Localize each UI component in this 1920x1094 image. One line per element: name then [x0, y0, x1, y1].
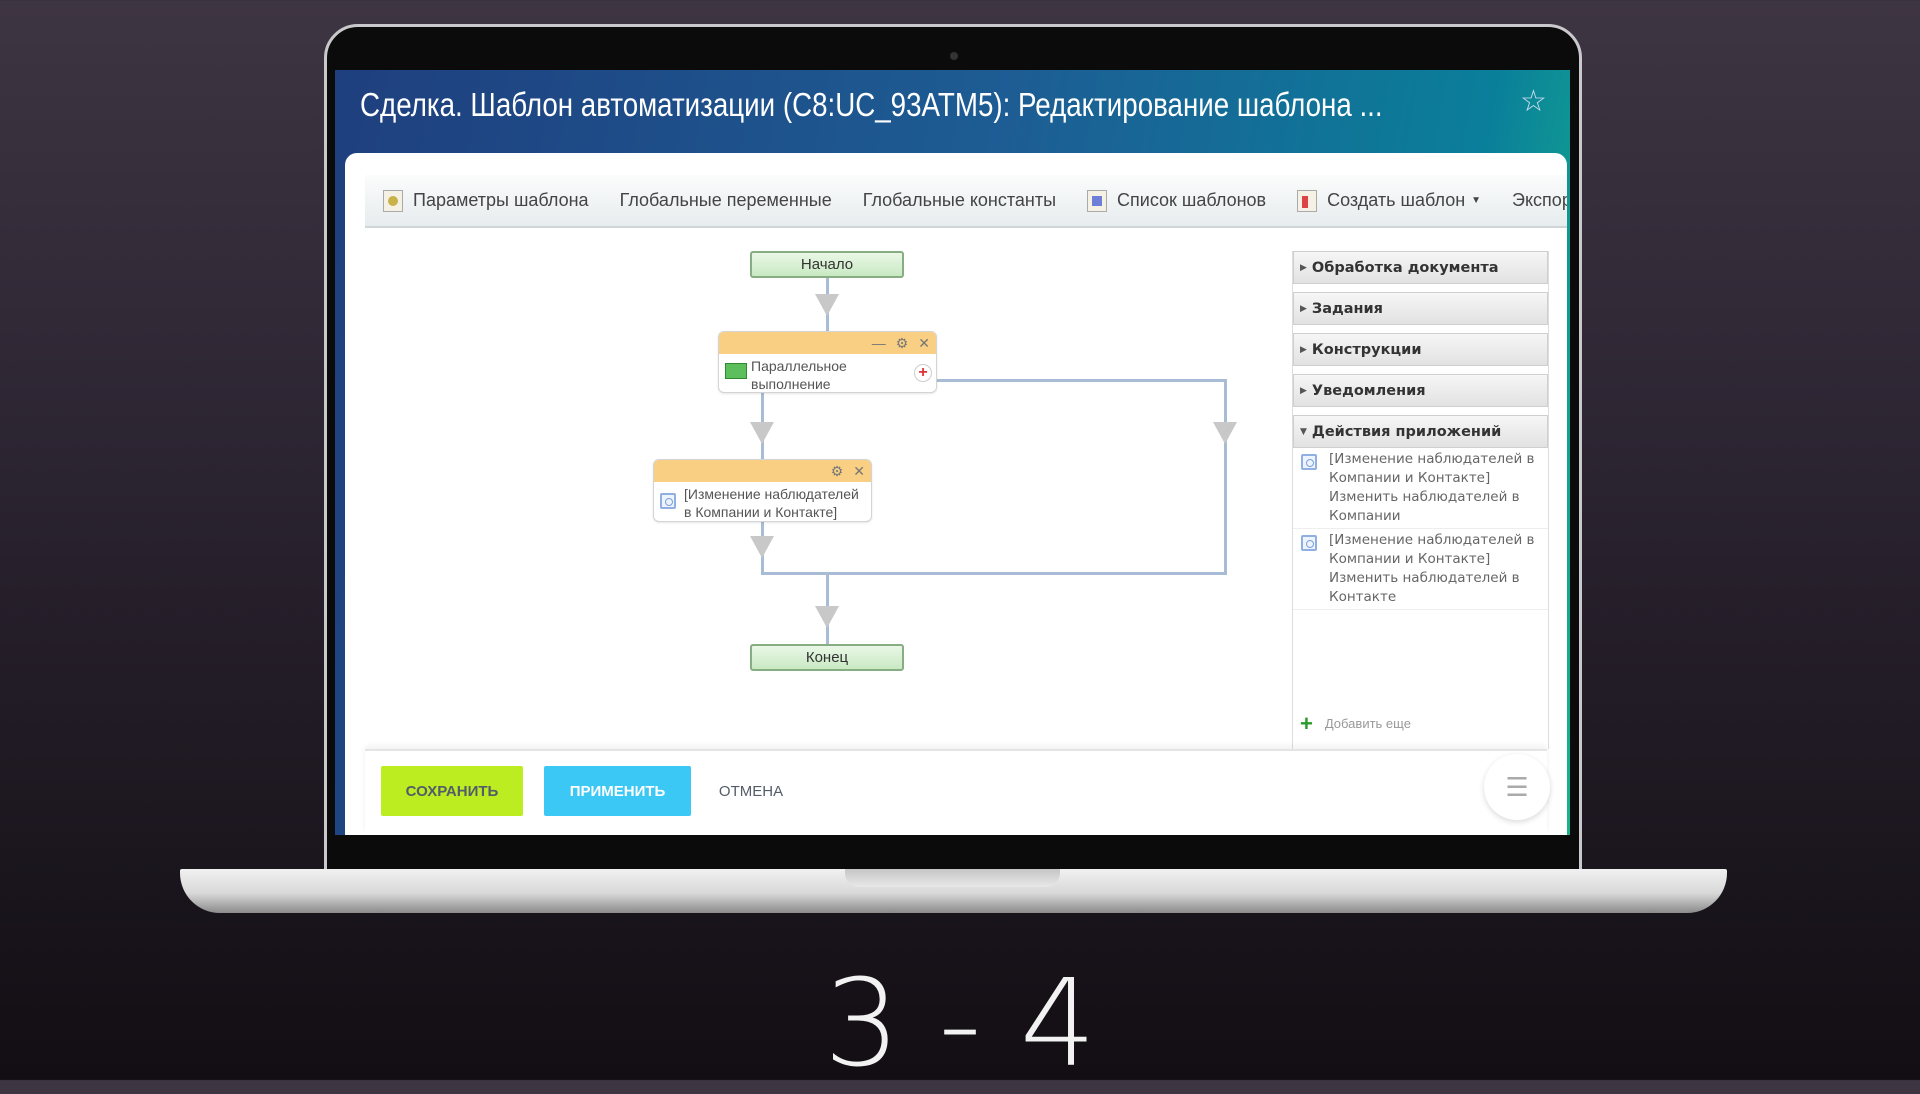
parallel-block[interactable]: — ⚙ ✕ Параллельное выполнение + [718, 331, 937, 393]
add-branch-icon[interactable]: + [914, 364, 932, 382]
settings-doc-icon [383, 189, 403, 212]
plus-icon: + [1300, 711, 1313, 736]
caret-right-icon: ▶ [1300, 303, 1307, 314]
add-more-link[interactable]: + Добавить еще [1300, 712, 1411, 736]
minimize-icon[interactable]: — [871, 335, 886, 351]
activity-palette: ▶ Обработка документа ▶ Задания ▶ Конструкц… [1292, 251, 1549, 749]
gear-icon[interactable]: ⚙ [895, 334, 909, 351]
slide-page-number: 3 - 4 [823, 955, 1097, 1094]
list-doc-icon [1087, 189, 1108, 212]
label: Создать шаблон [1327, 190, 1466, 210]
section-app-actions[interactable]: ▼ Действия приложений [1293, 415, 1548, 448]
app-window: Сделка. Шаблон автоматизации (C8:UC_93AT… [335, 70, 1570, 835]
app-action-icon [1301, 454, 1317, 470]
label: Действия приложений [1311, 423, 1502, 440]
save-button[interactable]: Сохранить [381, 766, 523, 816]
palette-item[interactable]: [Изменение наблюдателей в Компании и Кон… [1293, 448, 1548, 529]
block-title: [Изменение наблюдателей [684, 486, 859, 502]
connector [1224, 379, 1227, 575]
label: Конструкции [1311, 341, 1422, 358]
drop-target-arrow[interactable] [750, 536, 774, 558]
section-constructs[interactable]: ▶ Конструкции [1293, 333, 1548, 366]
close-icon[interactable]: ✕ [853, 462, 865, 479]
label: Добавить еще [1324, 716, 1411, 731]
caret-right-icon: ▶ [1300, 262, 1307, 273]
start-node: Начало [750, 251, 904, 278]
block-title: Параллельное [751, 358, 847, 374]
caret-right-icon: ▶ [1300, 344, 1307, 355]
template-params-button[interactable]: Параметры шаблона [383, 189, 589, 212]
label: Параметры шаблона [413, 190, 589, 210]
drop-target-arrow[interactable] [750, 422, 774, 444]
app-action-icon [1301, 535, 1317, 551]
drop-target-arrow[interactable] [1213, 422, 1237, 444]
drop-target-arrow[interactable] [815, 294, 839, 316]
menu-icon[interactable]: ☰ [1484, 754, 1550, 820]
star-icon[interactable]: ☆ [1520, 85, 1547, 118]
label: [Изменение наблюдателей в Компании и Кон… [1329, 532, 1535, 605]
close-icon[interactable]: ✕ [918, 334, 930, 351]
label: Уведомления [1311, 382, 1426, 399]
caret-right-icon: ▶ [1300, 385, 1307, 396]
label: [Изменение наблюдателей в Компании и Кон… [1329, 451, 1535, 524]
label: Глобальные константы [862, 190, 1057, 210]
label: Задания [1311, 300, 1383, 317]
label: Обработка документа [1311, 259, 1499, 276]
cancel-button[interactable]: Отмена [711, 766, 791, 816]
parallel-icon [725, 363, 747, 379]
section-tasks[interactable]: ▶ Задания [1293, 292, 1548, 325]
label: Глобальные переменные [619, 190, 832, 210]
global-constants-button[interactable]: Глобальные константы [863, 190, 1056, 211]
export-button[interactable]: Экспор [1512, 190, 1567, 211]
palette-item[interactable]: [Изменение наблюдателей в Компании и Кон… [1293, 529, 1548, 610]
section-notifications[interactable]: ▶ Уведомления [1293, 374, 1548, 407]
create-template-button[interactable]: Создать шаблон ▼ [1297, 189, 1482, 212]
laptop-notch [845, 869, 1060, 887]
app-action-icon [660, 493, 676, 509]
connector [761, 572, 1227, 575]
caret-down-icon: ▼ [1300, 426, 1307, 437]
label: Список шаблонов [1117, 190, 1267, 210]
action-block[interactable]: ⚙ ✕ [Изменение наблюдателей в Компании и К… [653, 459, 872, 522]
label: Экспор [1512, 190, 1567, 210]
apply-button[interactable]: Применить [544, 766, 691, 816]
window-title: Сделка. Шаблон автоматизации (C8:UC_93AT… [360, 86, 1383, 123]
toolbar: Параметры шаблона Глобальные переменные … [365, 175, 1567, 228]
block-title: в Компании и Контакте] [684, 504, 838, 520]
chevron-down-icon: ▼ [1471, 195, 1482, 206]
global-variables-button[interactable]: Глобальные переменные [620, 190, 832, 211]
template-list-button[interactable]: Список шаблонов [1087, 189, 1267, 212]
connector [937, 379, 1227, 382]
drop-target-arrow[interactable] [815, 606, 839, 628]
camera [950, 52, 958, 60]
end-node: Конец [750, 644, 904, 671]
block-title: выполнение [751, 376, 831, 392]
gear-icon[interactable]: ⚙ [830, 462, 844, 479]
new-doc-icon [1297, 189, 1318, 212]
footer-bar: Сохранить Применить Отмена ☰ [365, 749, 1550, 835]
section-document-processing[interactable]: ▶ Обработка документа [1293, 251, 1548, 284]
